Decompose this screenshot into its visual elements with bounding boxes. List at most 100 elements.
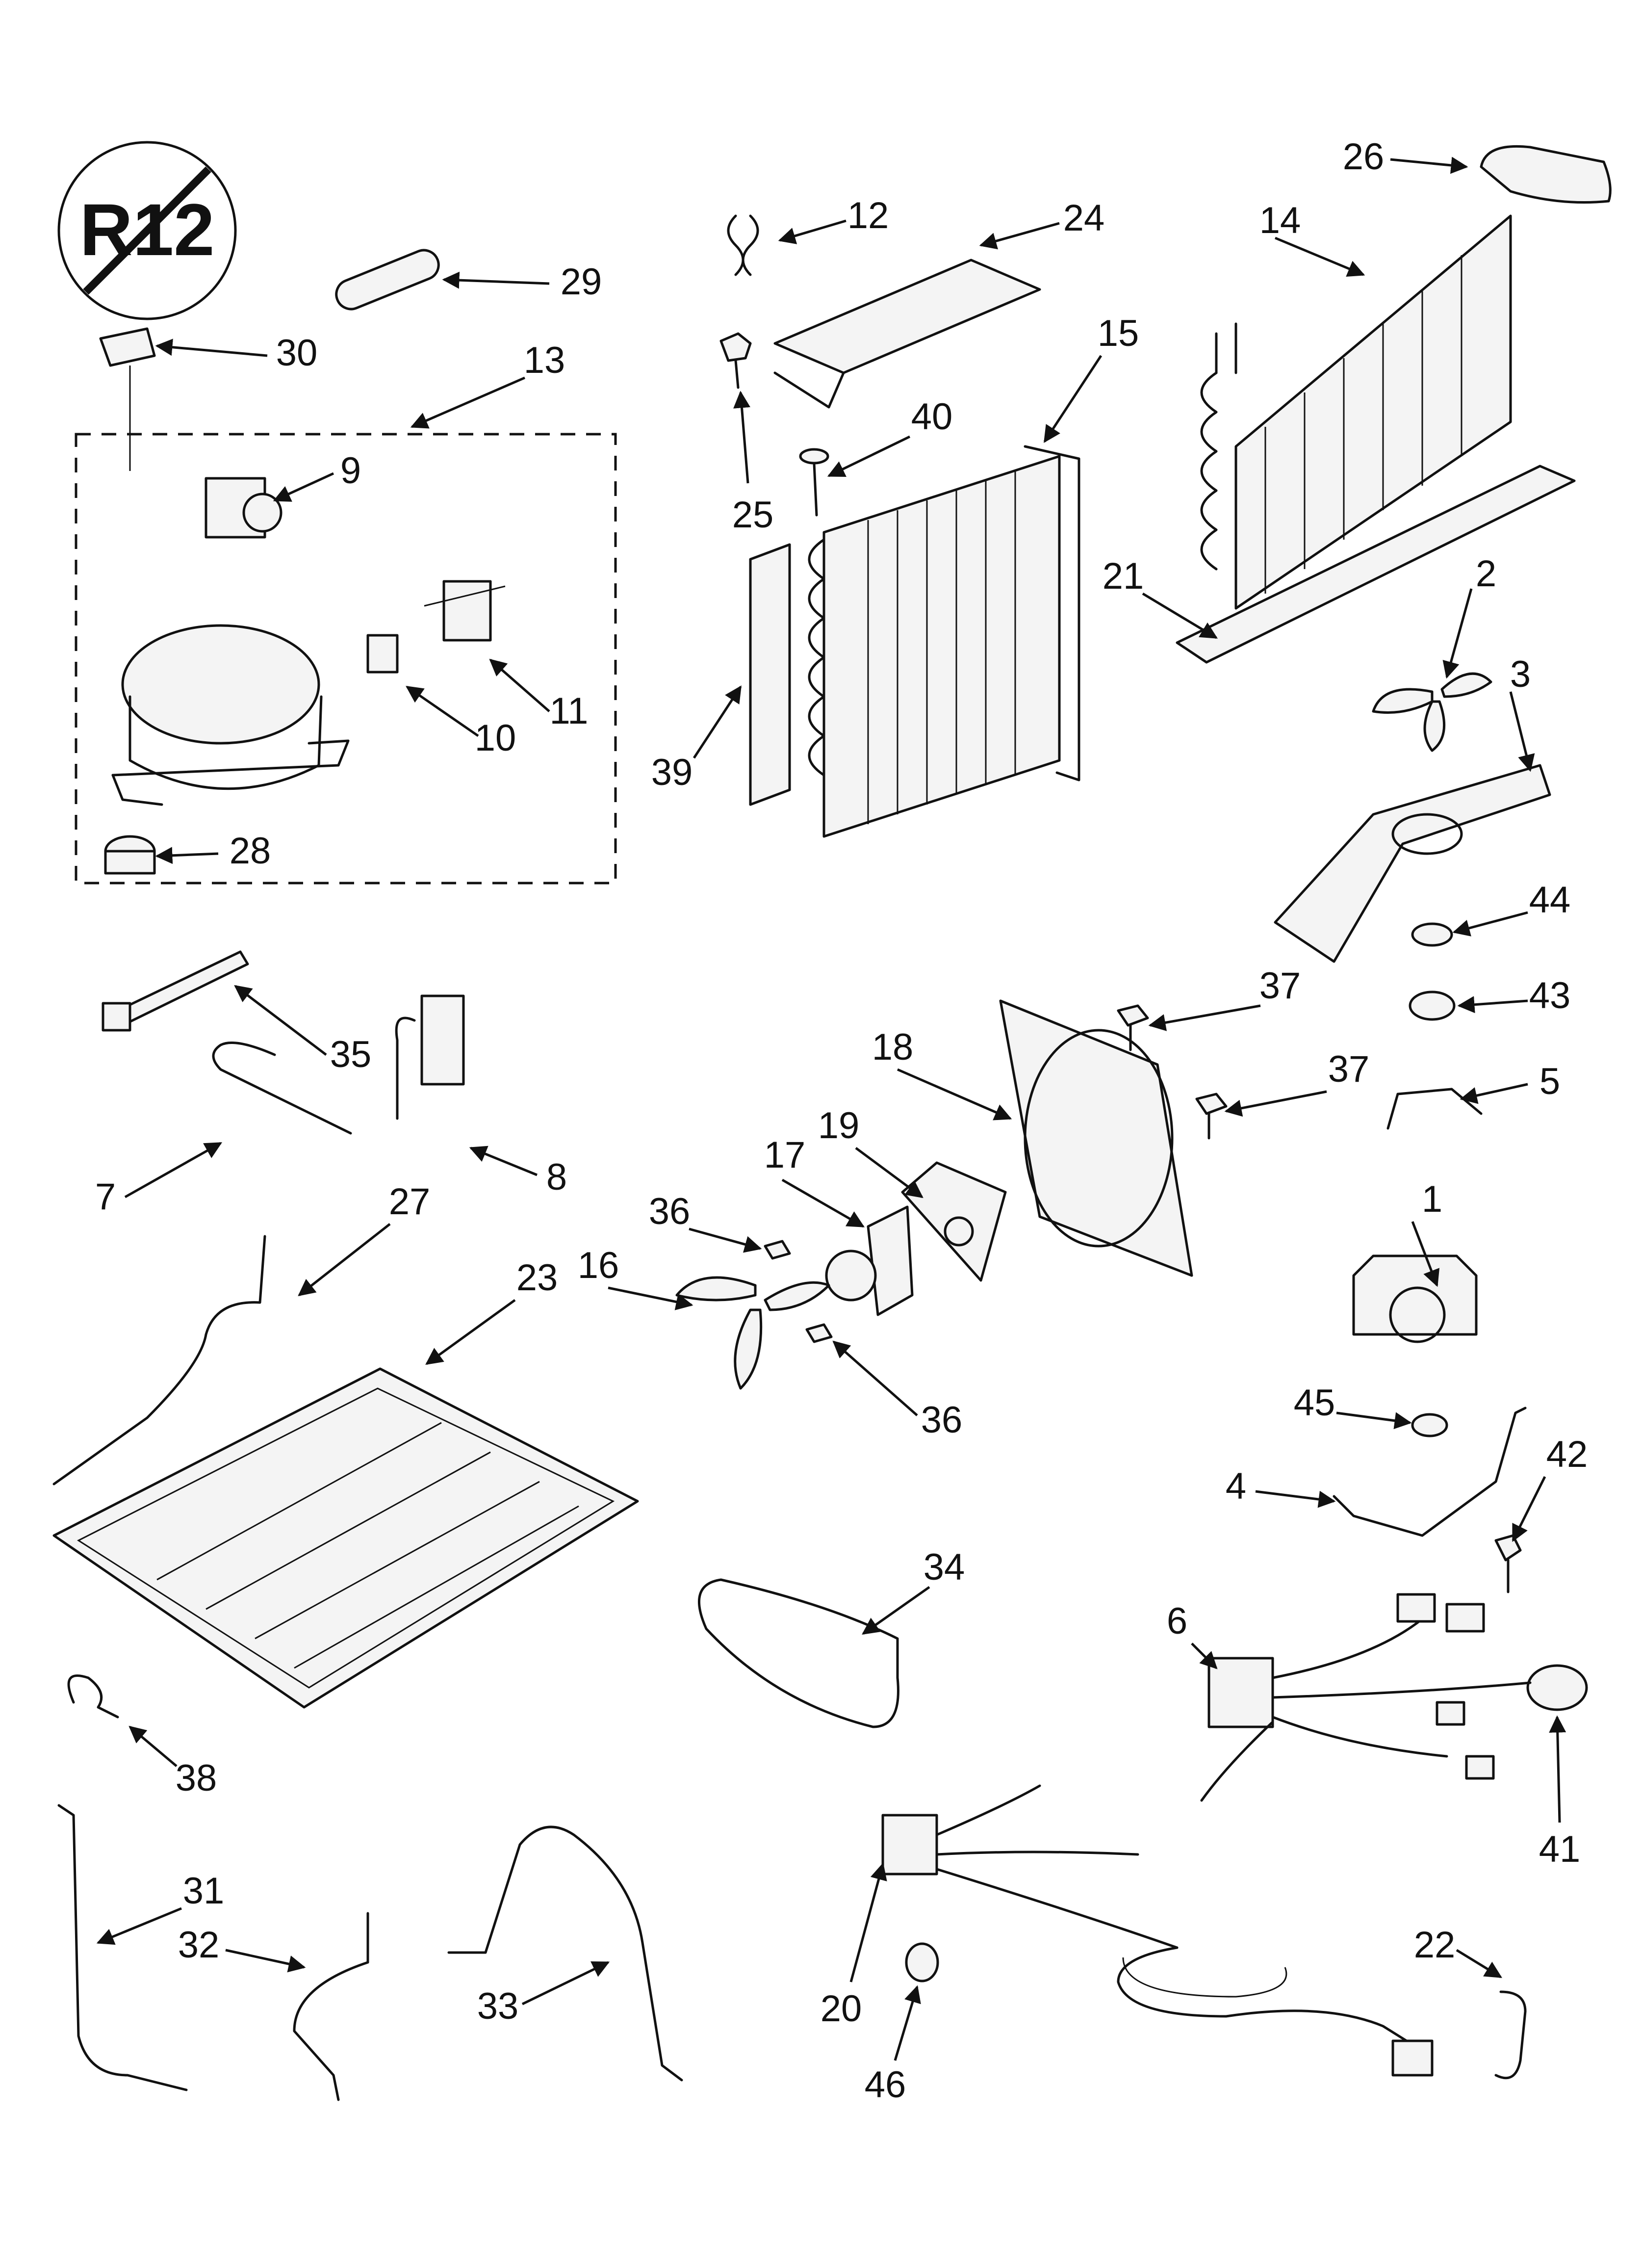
leader-32 — [225, 1949, 306, 1973]
leader-17 — [781, 1178, 865, 1228]
callout-31: 31 — [183, 1870, 225, 1912]
leader-36 — [689, 1227, 762, 1253]
leader-43 — [1457, 996, 1528, 1014]
part-25-screw — [719, 332, 752, 389]
part-19-gasket — [901, 1161, 1007, 1282]
leader-45 — [1336, 1411, 1412, 1430]
callout-37b: 37 — [1328, 1048, 1370, 1090]
leader-37b — [1224, 1090, 1327, 1117]
part-34-tube-loop — [698, 1578, 899, 1728]
part-21-drip-tray — [1176, 465, 1576, 664]
leader-1 — [1411, 1221, 1440, 1287]
part-13-compressor-kit-box — [75, 433, 617, 885]
part-6-wire-harness — [1200, 1593, 1532, 1802]
leader-6 — [1191, 1642, 1218, 1669]
part-26-cap — [1480, 145, 1612, 204]
part-4-bracket — [1333, 1407, 1527, 1537]
part-14-evaporator — [1200, 214, 1512, 610]
part-18-fan-housing — [999, 999, 1193, 1277]
part-7-tube — [212, 1042, 352, 1135]
leader-21 — [1142, 592, 1218, 639]
callout-45: 45 — [1294, 1382, 1335, 1424]
part-44-washer — [1411, 922, 1453, 947]
leader-41 — [1549, 1715, 1566, 1823]
callout-29: 29 — [561, 261, 602, 303]
leader-25 — [733, 391, 750, 484]
leader-38 — [128, 1725, 178, 1767]
leader-13 — [410, 376, 525, 429]
callout-24: 24 — [1063, 197, 1105, 239]
leader-3 — [1509, 691, 1535, 772]
callout-40: 40 — [911, 396, 953, 438]
leader-20 — [849, 1862, 887, 1982]
part-45-grommet — [1411, 1413, 1448, 1437]
callout-3: 3 — [1510, 653, 1531, 695]
leader-11 — [489, 658, 550, 712]
part-43-nut — [1409, 991, 1456, 1021]
callout-35: 35 — [330, 1034, 372, 1075]
callout-33: 33 — [477, 1985, 519, 2027]
leader-35 — [234, 985, 327, 1056]
part-39-pad — [749, 543, 791, 806]
callout-18: 18 — [872, 1026, 914, 1068]
callout-13: 13 — [524, 339, 565, 381]
part-36-screw-upper — [764, 1240, 791, 1260]
part-46-grommet — [905, 1942, 939, 1982]
callout-41: 41 — [1539, 1828, 1581, 1870]
callout-28: 28 — [230, 830, 271, 872]
callout-44: 44 — [1529, 879, 1571, 921]
part-9-relay — [205, 477, 282, 539]
part-37-screw-lower — [1195, 1093, 1228, 1140]
part-40-screw — [799, 448, 829, 517]
callout-32: 32 — [178, 1924, 220, 1966]
leader-2 — [1442, 588, 1473, 679]
leader-14 — [1275, 236, 1365, 277]
callout-5: 5 — [1539, 1061, 1560, 1102]
callout-12: 12 — [847, 195, 889, 236]
callout-10: 10 — [475, 717, 516, 759]
callout-19: 19 — [818, 1105, 860, 1147]
part-31-tube — [57, 1804, 188, 2091]
leader-44 — [1452, 911, 1528, 937]
callout-42: 42 — [1546, 1434, 1588, 1475]
part-41-sensor — [1526, 1664, 1588, 1711]
callout-4: 4 — [1226, 1465, 1246, 1507]
leader-34 — [862, 1586, 930, 1635]
part-38-clamp — [67, 1674, 119, 1719]
leader-26 — [1390, 156, 1468, 174]
part-27-tube — [52, 1235, 266, 1486]
leader-27 — [298, 1223, 391, 1297]
part-24-bracket — [773, 259, 1041, 409]
part-10-clip — [366, 634, 399, 674]
part-23-drain-pan — [52, 1367, 639, 1709]
leader-16 — [608, 1286, 693, 1310]
callouts: 1 2 3 4 5 6 7 8 9 10 11 12 13 14 15 16 1… — [95, 136, 1588, 2106]
callout-36: 36 — [649, 1191, 691, 1232]
callout-21: 21 — [1103, 555, 1144, 597]
compressor — [111, 624, 350, 806]
callout-22: 22 — [1414, 1924, 1456, 1966]
part-12-clip — [727, 214, 759, 276]
part-36-screw-lower — [805, 1323, 833, 1343]
callout-8: 8 — [546, 1156, 567, 1198]
leader-arrows — [96, 156, 1566, 2061]
callout-25: 25 — [732, 494, 774, 536]
leader-40 — [827, 435, 911, 477]
leader-30 — [155, 339, 268, 357]
leader-37 — [1148, 1004, 1261, 1031]
callout-9: 9 — [340, 450, 361, 492]
part-29-drier — [335, 249, 440, 311]
callout-1: 1 — [1422, 1178, 1442, 1220]
part-8-switch — [395, 994, 465, 1120]
part-35-cable-tie — [102, 950, 249, 1032]
callout-39: 39 — [651, 752, 693, 793]
leader-29 — [442, 271, 550, 289]
leader-19 — [855, 1147, 924, 1199]
part-15-condenser — [808, 445, 1080, 838]
part-30-tag — [99, 327, 156, 471]
callout-2: 2 — [1476, 553, 1496, 595]
leader-39 — [693, 685, 742, 759]
leader-28 — [155, 847, 219, 864]
leader-8 — [469, 1146, 538, 1176]
callout-30: 30 — [276, 332, 318, 374]
